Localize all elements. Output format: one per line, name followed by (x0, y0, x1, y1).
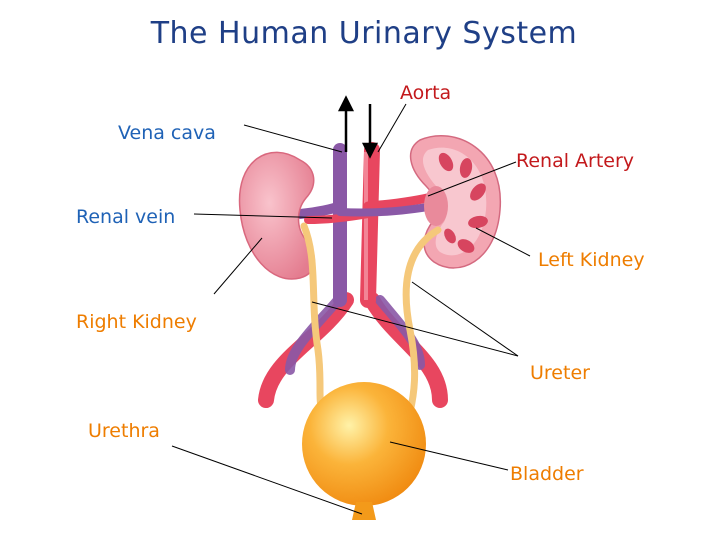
label-urethra: Urethra (88, 420, 160, 442)
blood-flow-arrows (337, 95, 379, 159)
left-kidney (409, 135, 501, 269)
aorta (360, 142, 380, 308)
label-ureter: Ureter (530, 362, 590, 384)
right-kidney (238, 151, 315, 280)
ureters (300, 222, 442, 416)
label-right-kidney: Right Kidney (76, 311, 197, 333)
bladder (302, 382, 426, 520)
label-bladder: Bladder (510, 463, 584, 485)
label-renal-vein: Renal vein (76, 206, 176, 228)
label-aorta: Aorta (400, 82, 452, 104)
label-renal-artery: Renal Artery (516, 150, 635, 172)
diagram-title: The Human Urinary System (150, 16, 578, 51)
label-left-kidney: Left Kidney (538, 249, 645, 271)
leader-lines (171, 103, 531, 515)
label-vena-cava: Vena cava (118, 122, 216, 144)
